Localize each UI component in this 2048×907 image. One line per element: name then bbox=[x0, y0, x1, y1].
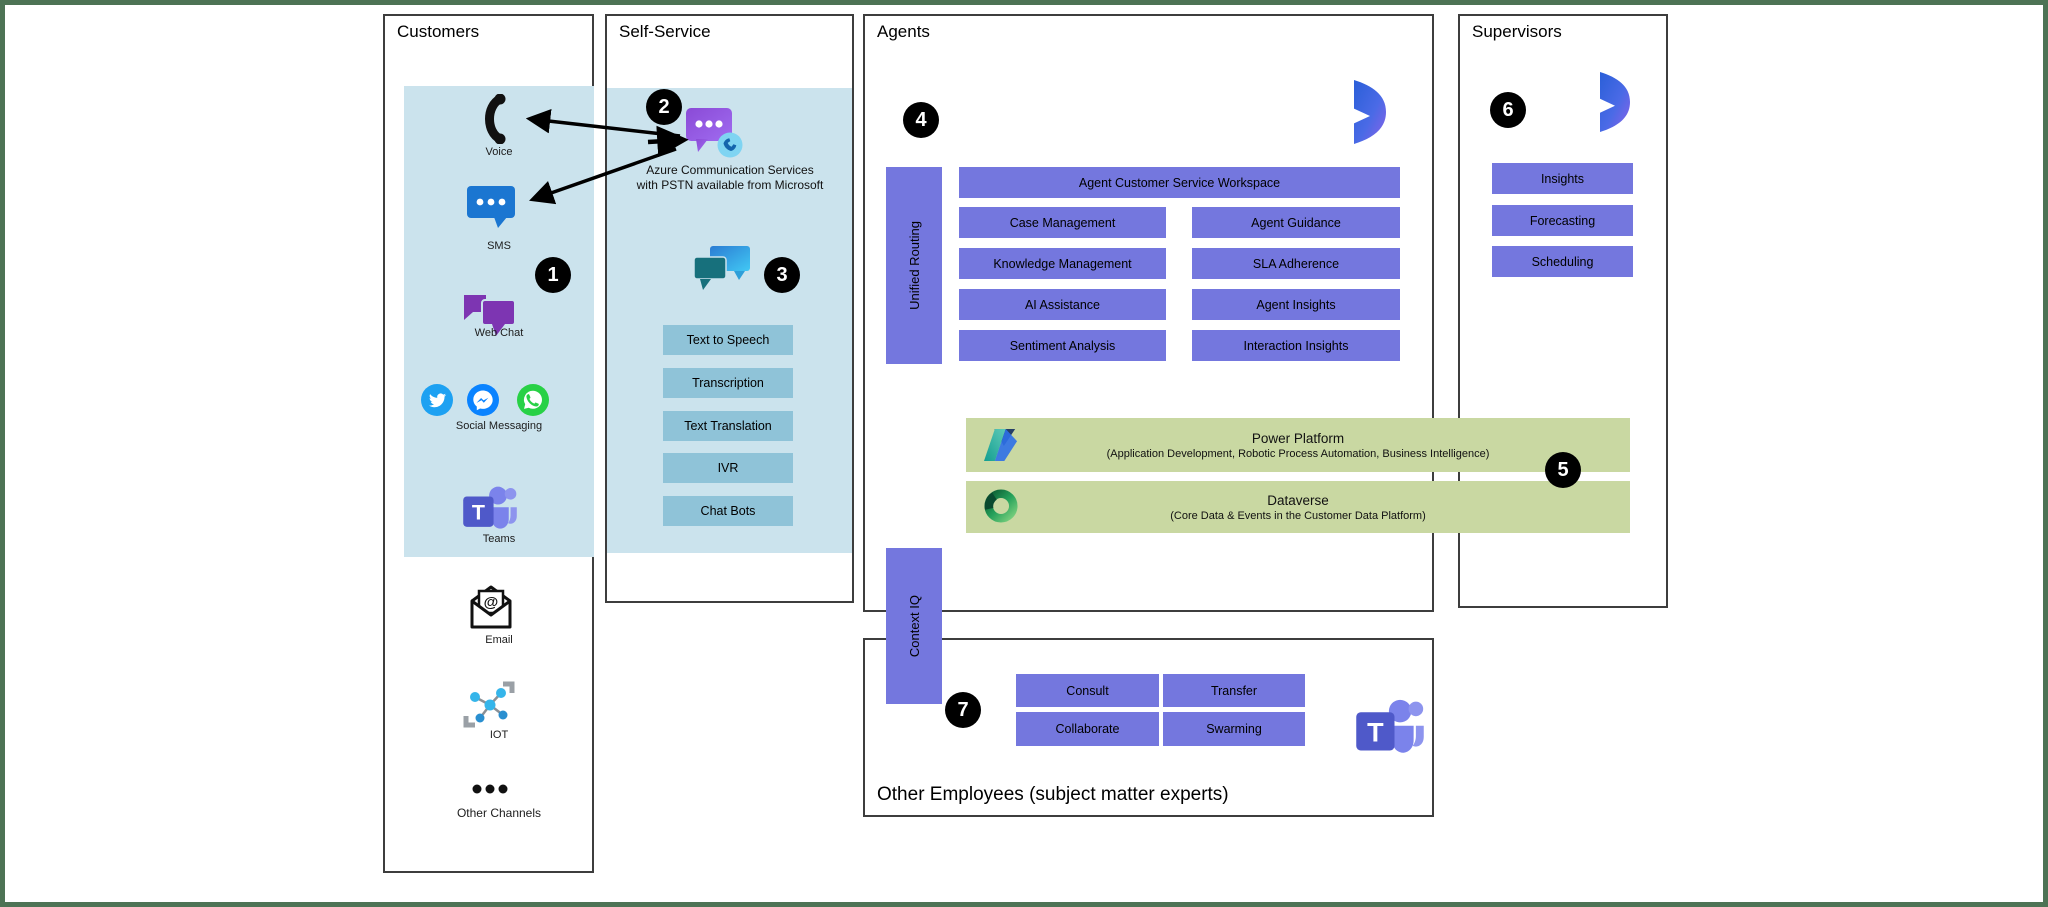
node-sla-adherence: SLA Adherence bbox=[1192, 248, 1400, 279]
power-platform-title: Power Platform bbox=[1251, 430, 1345, 446]
power-platform-bar: Power Platform (Application Development,… bbox=[966, 418, 1630, 472]
self-service-title: Self-Service bbox=[619, 22, 711, 41]
node-sentiment-analysis: Sentiment Analysis bbox=[959, 330, 1166, 361]
badge-3: 3 bbox=[764, 257, 800, 293]
dataverse-icon bbox=[984, 489, 1018, 523]
azure-communication-services-icon bbox=[686, 108, 743, 158]
whatsapp-icon bbox=[517, 384, 549, 416]
iot-icon bbox=[463, 681, 515, 728]
iot-label: IOT bbox=[489, 729, 509, 741]
unified-routing-bar: Unified Routing bbox=[886, 167, 942, 364]
dynamics-365-icon-agents bbox=[1354, 80, 1386, 144]
other-employees-title: Other Employees (subject matter experts) bbox=[877, 784, 1229, 805]
customers-title: Customers bbox=[397, 22, 480, 41]
other-channels-label: Other Channels bbox=[456, 806, 542, 820]
node-transcription: Transcription bbox=[663, 368, 793, 398]
voice-label: Voice bbox=[485, 146, 513, 158]
twitter-icon bbox=[421, 384, 453, 416]
node-consult: Consult bbox=[1016, 674, 1159, 707]
power-platform-subtitle: (Application Development, Robotic Proces… bbox=[1106, 447, 1490, 460]
email-label: Email bbox=[485, 634, 513, 646]
speech-services-icon bbox=[694, 246, 750, 290]
node-text-translation: Text Translation bbox=[663, 411, 793, 441]
power-platform-icon bbox=[984, 428, 1018, 462]
teams-icon-large: T bbox=[1356, 699, 1424, 753]
context-iq-bar: Context IQ bbox=[886, 548, 942, 704]
web-chat-icon bbox=[464, 295, 516, 336]
dataverse-subtitle: (Core Data & Events in the Customer Data… bbox=[1170, 509, 1426, 522]
node-collaborate: Collaborate bbox=[1016, 712, 1159, 746]
email-icon: @ bbox=[470, 585, 512, 629]
badge-7: 7 bbox=[945, 692, 981, 728]
teams-letter: T bbox=[472, 501, 485, 525]
badge-5: 5 bbox=[1545, 452, 1581, 488]
node-swarming: Swarming bbox=[1163, 712, 1305, 746]
social-messaging-label: Social Messaging bbox=[455, 420, 543, 432]
node-ivr: IVR bbox=[663, 453, 793, 483]
node-case-management: Case Management bbox=[959, 207, 1166, 238]
dataverse-bar: Dataverse (Core Data & Events in the Cus… bbox=[966, 481, 1630, 533]
node-insights: Insights bbox=[1492, 163, 1633, 194]
dynamics-365-icon-supervisors bbox=[1600, 72, 1630, 132]
supervisors-title: Supervisors bbox=[1472, 22, 1562, 41]
node-chat-bots: Chat Bots bbox=[663, 496, 793, 526]
teams-label: Teams bbox=[482, 533, 516, 545]
sms-icon bbox=[467, 186, 515, 228]
agents-title: Agents bbox=[877, 22, 930, 41]
acs-caption: Azure Communication Services with PSTN a… bbox=[636, 163, 824, 193]
node-text-to-speech: Text to Speech bbox=[663, 325, 793, 355]
web-chat-label: Web Chat bbox=[474, 327, 524, 339]
context-iq-label: Context IQ bbox=[906, 594, 922, 658]
node-agent-guidance: Agent Guidance bbox=[1192, 207, 1400, 238]
email-at-glyph: @ bbox=[484, 594, 499, 611]
node-scheduling: Scheduling bbox=[1492, 246, 1633, 277]
node-agent-workspace: Agent Customer Service Workspace bbox=[959, 167, 1400, 198]
badge-1: 1 bbox=[535, 257, 571, 293]
voice-phone-icon bbox=[485, 94, 506, 144]
badge-6: 6 bbox=[1490, 92, 1526, 128]
node-interaction-insights: Interaction Insights bbox=[1192, 330, 1400, 361]
node-transfer: Transfer bbox=[1163, 674, 1305, 707]
teams-icon: T bbox=[463, 486, 517, 529]
badge-2: 2 bbox=[646, 89, 682, 125]
other-channels-dots-icon bbox=[472, 784, 508, 794]
node-ai-assistance: AI Assistance bbox=[959, 289, 1166, 320]
sms-label: SMS bbox=[487, 240, 511, 252]
messenger-icon bbox=[467, 384, 499, 416]
teams-letter-large: T bbox=[1367, 718, 1384, 748]
dataverse-title: Dataverse bbox=[1267, 492, 1329, 508]
node-agent-insights: Agent Insights bbox=[1192, 289, 1400, 320]
badge-4: 4 bbox=[903, 102, 939, 138]
node-knowledge-management: Knowledge Management bbox=[959, 248, 1166, 279]
unified-routing-label: Unified Routing bbox=[906, 221, 922, 310]
node-forecasting: Forecasting bbox=[1492, 205, 1633, 236]
